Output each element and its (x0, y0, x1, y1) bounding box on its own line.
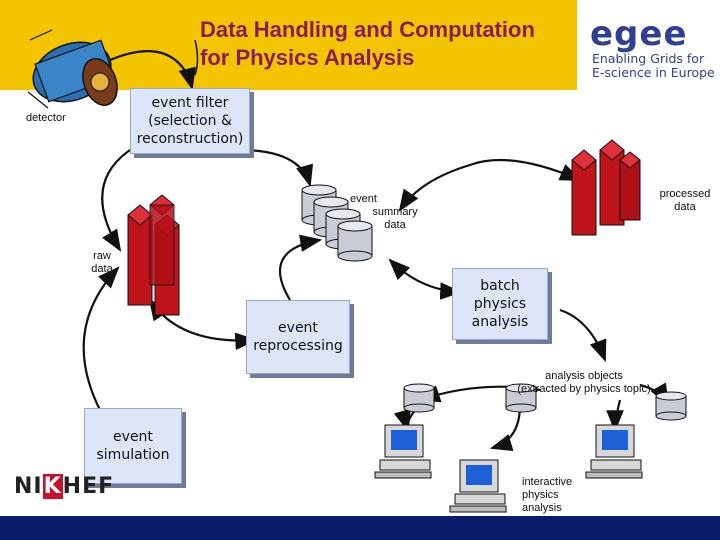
event-summary-data-label: event summary data (350, 193, 418, 231)
processed-data-label: processed data (659, 188, 711, 213)
event-summary-data-disks-icon (301, 184, 373, 262)
event-filter-box: event filter (selection & reconstruction… (130, 88, 250, 154)
egee-logo-word: egee (590, 14, 688, 54)
detector-label: detector (26, 112, 66, 124)
desktop-computer-icon-left (374, 424, 432, 479)
arrow-detector-to-filter (109, 49, 196, 91)
arrow-summary-to-batch (388, 258, 463, 300)
event-simulation-box: event simulation (84, 408, 182, 484)
desktop-computer-icon-right (585, 424, 643, 479)
arrow-filter-to-summary (239, 148, 314, 188)
processed-data-storage-icon (571, 139, 641, 236)
egee-logo: egee Enabling Grids for E-science in Eur… (590, 14, 718, 80)
raw-data-label: raw data (91, 250, 113, 275)
egee-logo-tagline: Enabling Grids for E-science in Europe (592, 51, 715, 80)
arrow-reprocessing-to-summary (278, 234, 323, 301)
page-title: Data Handling and Computation for Physic… (200, 16, 580, 72)
arrow-simulation-to-raw (82, 266, 120, 411)
analysis-objects-disks-icon (403, 383, 687, 421)
batch-physics-analysis-box: batch physics analysis (452, 268, 548, 340)
title-line-1: Data Handling and Computation (200, 17, 535, 42)
detector-icon (27, 29, 118, 109)
arrow-batch-to-objects (559, 308, 607, 363)
event-reprocessing-box: event reprocessing (246, 300, 350, 374)
nikhef-logo: NIKHEF (14, 474, 115, 499)
interactive-physics-analysis-label: interactive physics analysis (522, 476, 573, 514)
arrow-title-to-filter (194, 39, 199, 76)
arrow-filter-to-raw (101, 149, 131, 252)
desktop-computer-icon-middle (449, 459, 507, 513)
title-line-2: for Physics Analysis (200, 45, 415, 70)
raw-data-storage-icon (127, 194, 180, 316)
footer-bar (0, 516, 720, 540)
analysis-objects-label: analysis objects (extracted by physics t… (517, 370, 651, 395)
arrow-processed-to-summary (398, 158, 583, 212)
